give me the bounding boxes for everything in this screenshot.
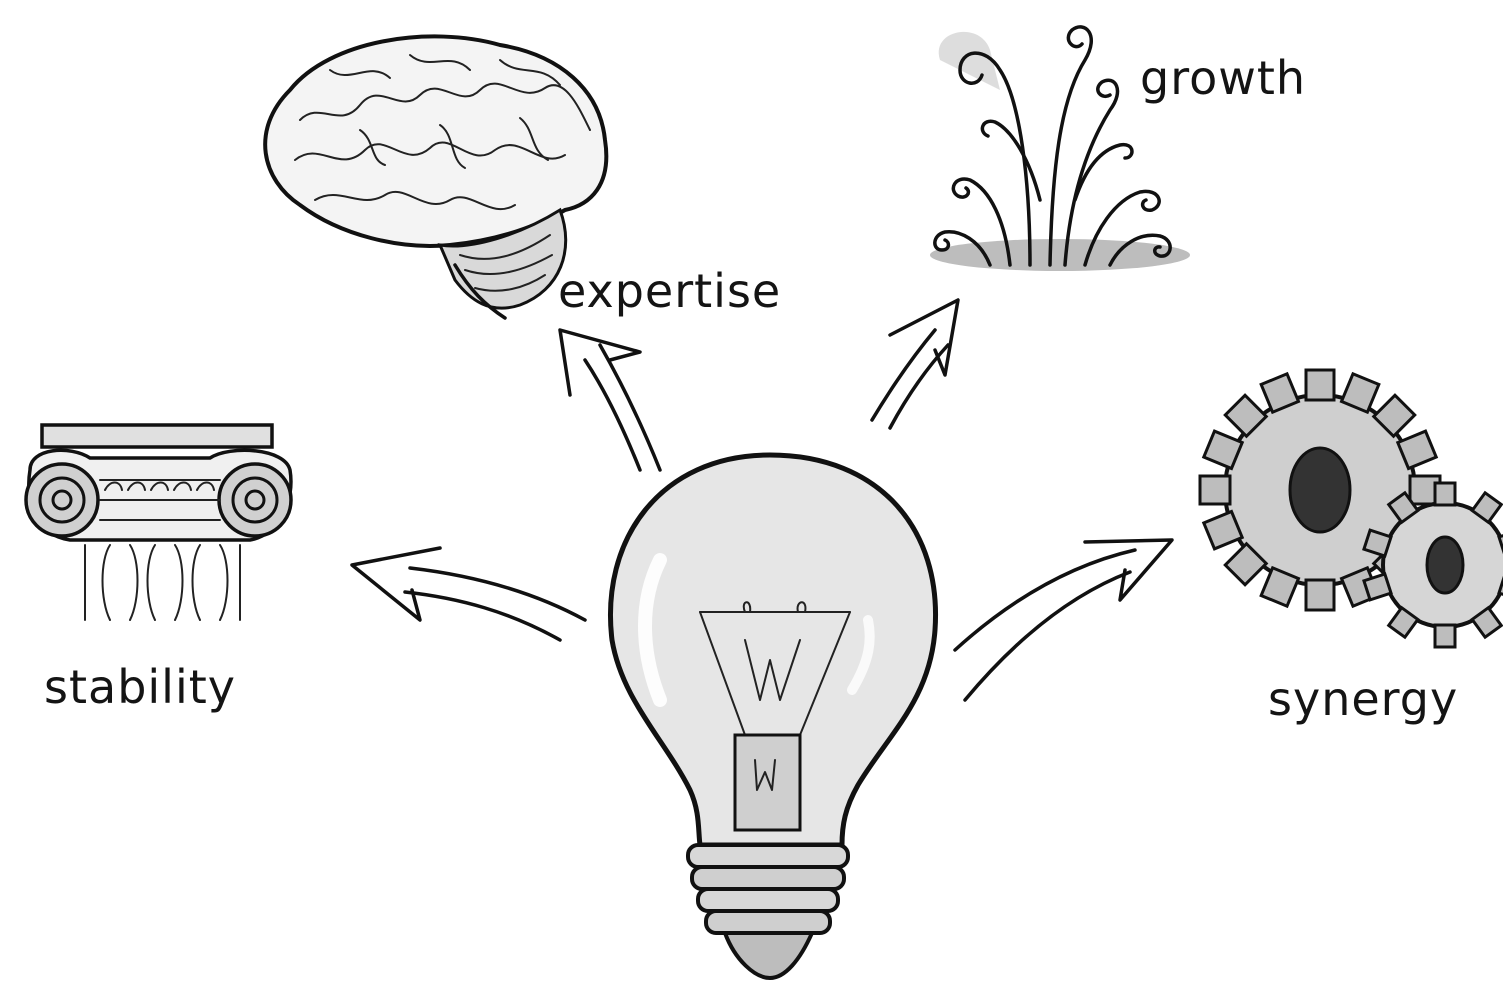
column-icon	[24, 423, 293, 621]
gears-icon	[1198, 368, 1503, 649]
sprouts-icon	[930, 25, 1190, 271]
arrow-to-synergy	[953, 538, 1174, 702]
arrow-to-stability	[350, 546, 587, 642]
growth-label: growth	[1140, 51, 1307, 105]
stability-label: stability	[44, 660, 236, 714]
expertise-label: expertise	[558, 264, 782, 318]
lightbulb-icon	[608, 452, 939, 981]
synergy-label: synergy	[1268, 672, 1459, 726]
arrow-to-growth	[870, 298, 960, 430]
brain-icon	[263, 34, 609, 320]
arrow-to-expertise	[558, 328, 662, 472]
